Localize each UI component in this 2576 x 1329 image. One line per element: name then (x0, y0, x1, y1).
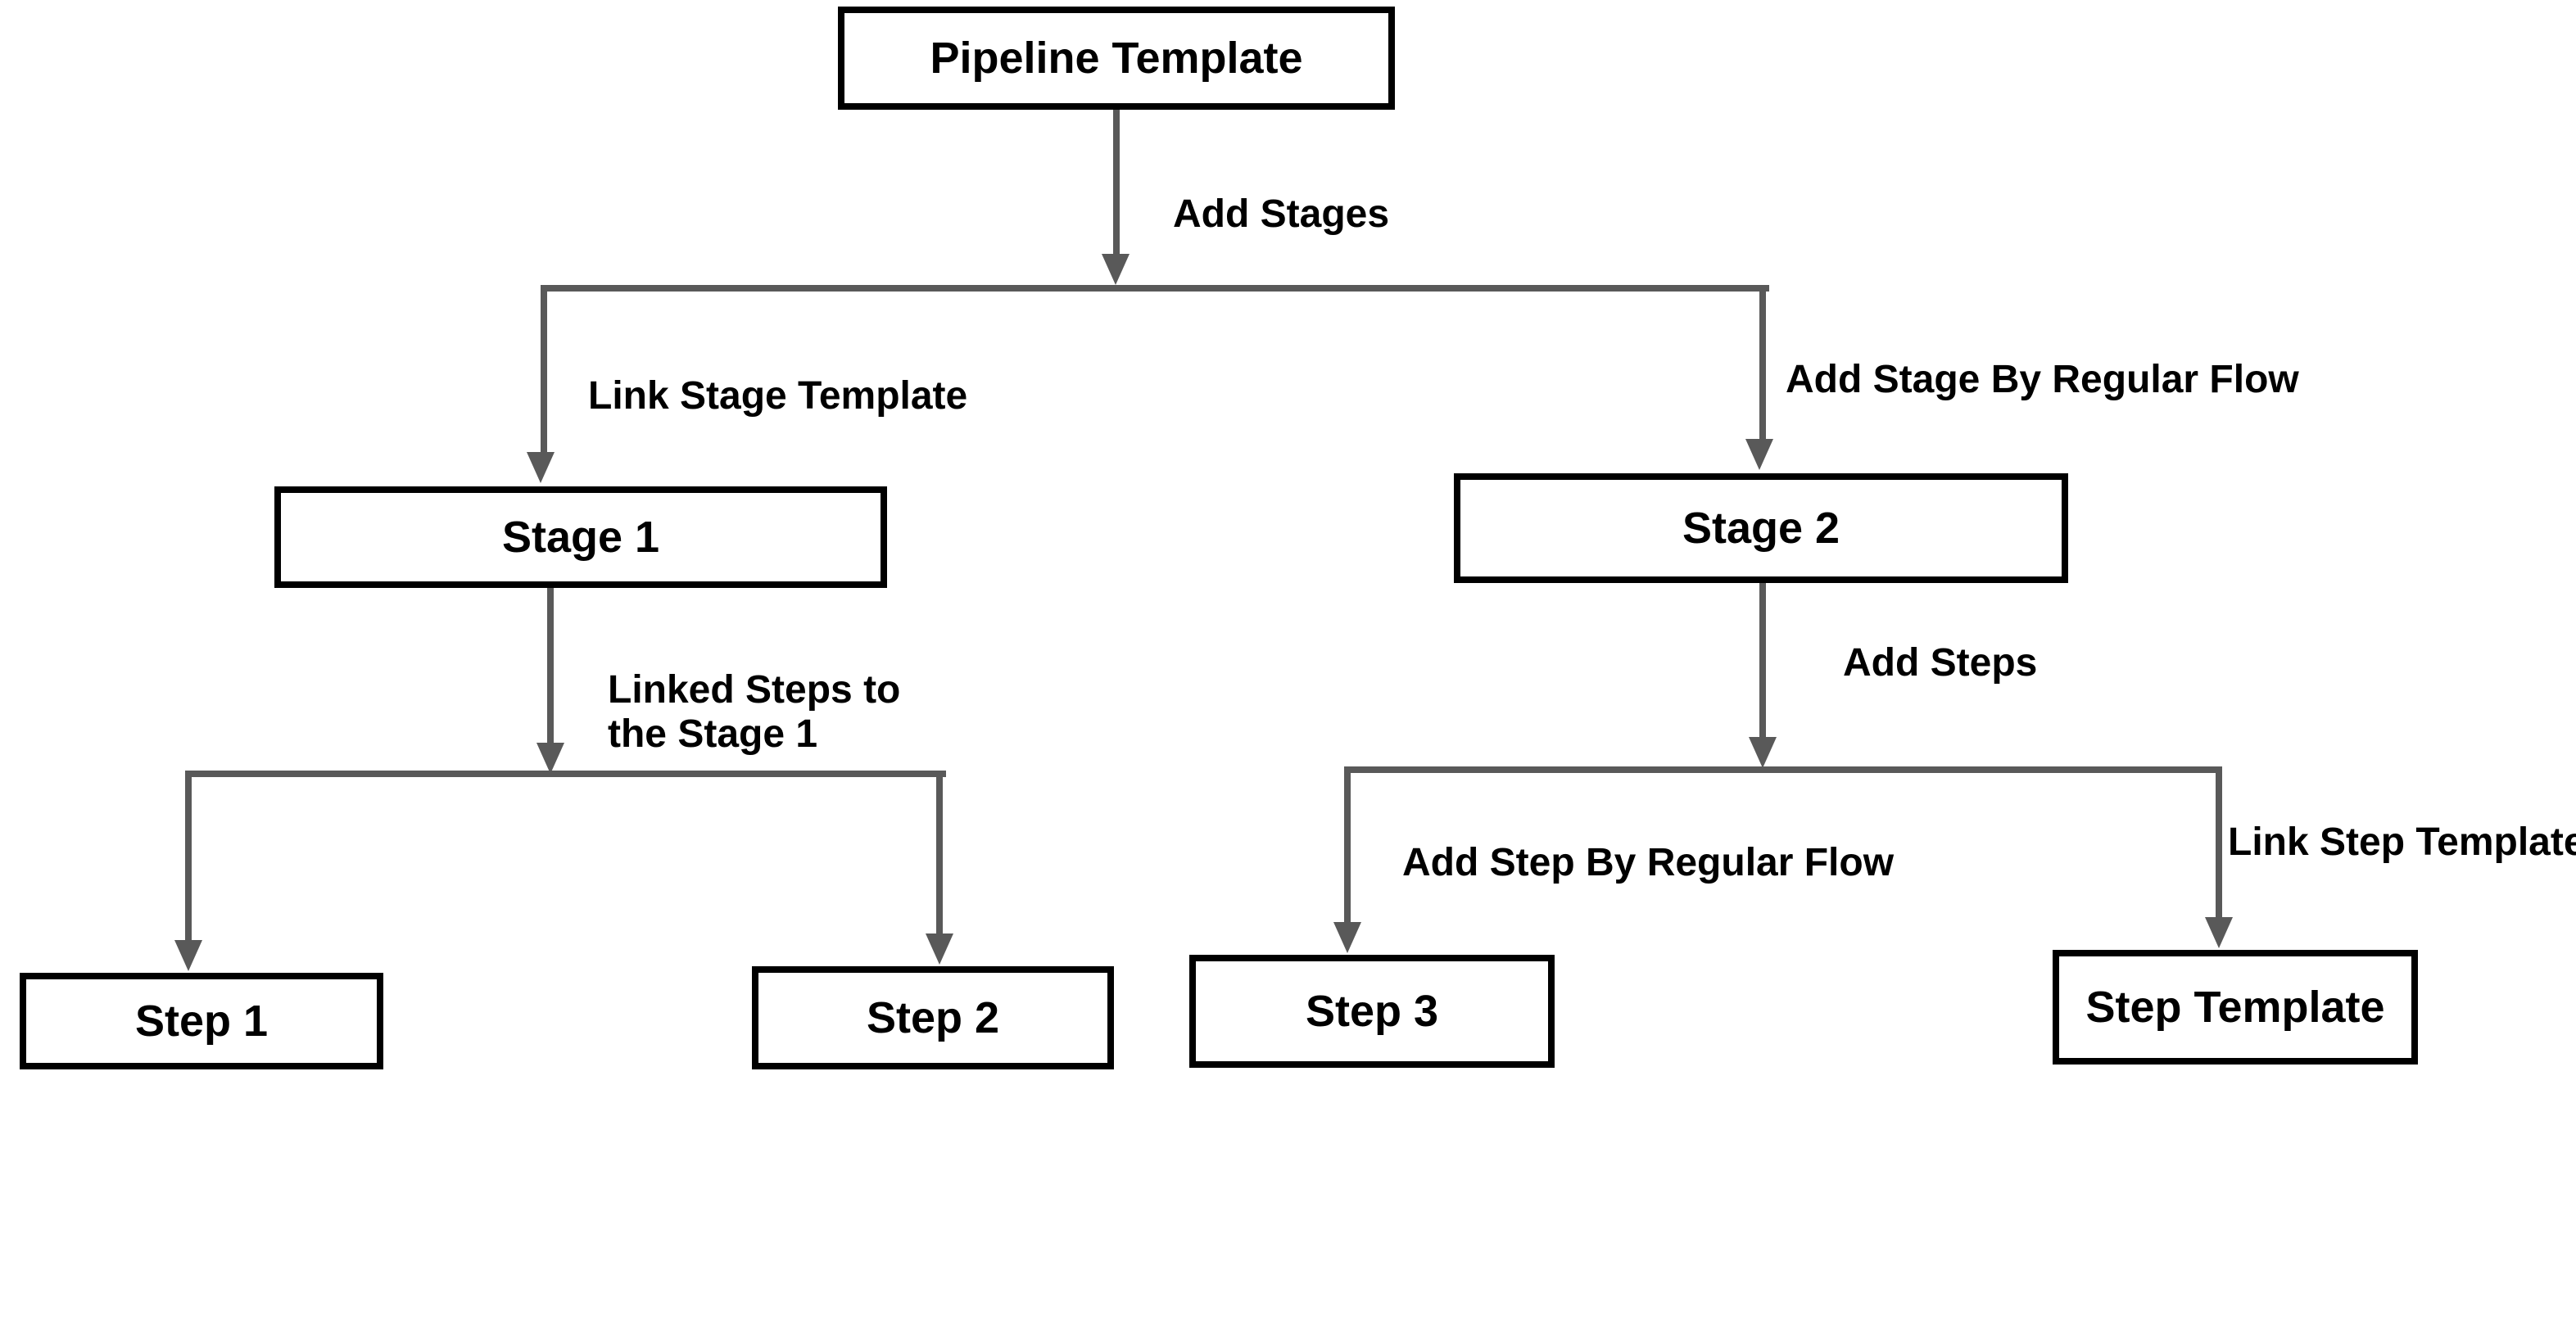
edge-label-add-stages: Add Stages (1173, 192, 1390, 236)
edge-label-linked-steps-to-stage-1: Linked Steps to the Stage 1 (608, 668, 900, 757)
connector-stages-rail-line (541, 285, 1769, 292)
edge-label-link-step-template: Link Step Template (2228, 820, 2576, 864)
edge-label-add-stage-by-regular-flow: Add Stage By Regular Flow (1786, 358, 2299, 401)
arrowhead-down-icon (926, 933, 953, 965)
node-label: Step 3 (1305, 987, 1439, 1036)
connector-stage-1-trunk-line (547, 588, 554, 744)
arrowhead-down-icon (536, 743, 564, 774)
connector-to-step-1-line (185, 771, 192, 940)
connector-to-step-3-line (1344, 766, 1351, 922)
node-label: Stage 2 (1682, 504, 1840, 553)
node-stage-1: Stage 1 (274, 486, 887, 588)
node-step-1: Step 1 (20, 973, 383, 1069)
connector-stage-2-trunk-line (1759, 583, 1766, 739)
node-label: Step 2 (866, 993, 1000, 1042)
connector-to-stage-2-line (1759, 285, 1766, 439)
connector-to-step-2-line (936, 771, 943, 933)
arrowhead-down-icon (2205, 917, 2233, 948)
node-step-3: Step 3 (1189, 955, 1555, 1068)
edge-label-add-steps: Add Steps (1843, 641, 2038, 685)
node-label: Pipeline Template (930, 34, 1303, 83)
connector-stage-1-steps-rail-line (185, 771, 946, 777)
connector-pipeline-trunk-line (1113, 108, 1120, 255)
arrowhead-down-icon (1749, 737, 1777, 768)
arrowhead-down-icon (174, 940, 202, 971)
edge-label-add-step-by-regular-flow: Add Step By Regular Flow (1402, 841, 1895, 884)
arrowhead-down-icon (1102, 254, 1130, 285)
connector-stage-2-steps-rail-line (1344, 766, 2222, 773)
node-label: Step Template (2085, 983, 2385, 1032)
arrowhead-down-icon (1333, 922, 1361, 953)
connector-to-stage-1-line (541, 285, 547, 452)
connector-to-step-template-line (2216, 766, 2222, 917)
arrowhead-down-icon (527, 452, 555, 483)
node-label: Step 1 (134, 997, 269, 1046)
node-stage-2: Stage 2 (1454, 473, 2068, 583)
edge-label-line-1: Linked Steps to (608, 668, 901, 712)
node-step-template: Step Template (2053, 950, 2418, 1065)
node-label: Stage 1 (501, 513, 660, 562)
edge-label-line-2: the Stage 1 (608, 712, 818, 756)
arrowhead-down-icon (1745, 439, 1773, 470)
node-step-2: Step 2 (752, 966, 1114, 1069)
edge-label-link-stage-template: Link Stage Template (588, 374, 968, 418)
node-pipeline-template: Pipeline Template (838, 7, 1395, 110)
